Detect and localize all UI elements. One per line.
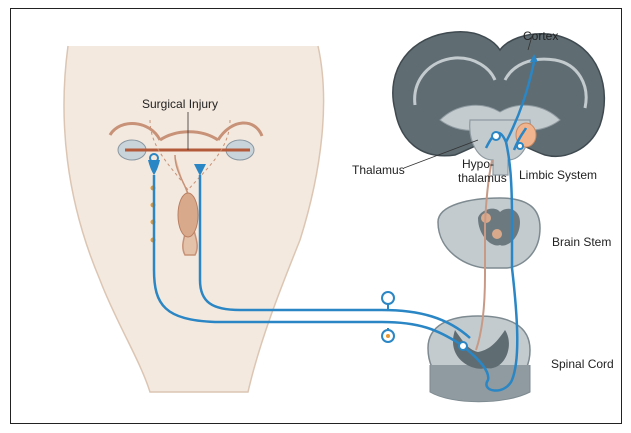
label-cortex: Cortex [523,29,558,43]
brain-stem [438,198,540,268]
label-limbic-system: Limbic System [519,168,597,182]
dorsal-root-ganglion [382,292,394,342]
label-spinal-cord: Spinal Cord [551,357,614,371]
label-hypothalamus-2: thalamus [458,171,507,185]
label-hypothalamus-1: Hypo- [462,157,494,171]
label-surgical-injury: Surgical Injury [142,97,218,111]
spinal-cord [428,316,530,402]
label-brain-stem: Brain Stem [552,235,611,249]
label-thalamus: Thalamus [352,163,405,177]
